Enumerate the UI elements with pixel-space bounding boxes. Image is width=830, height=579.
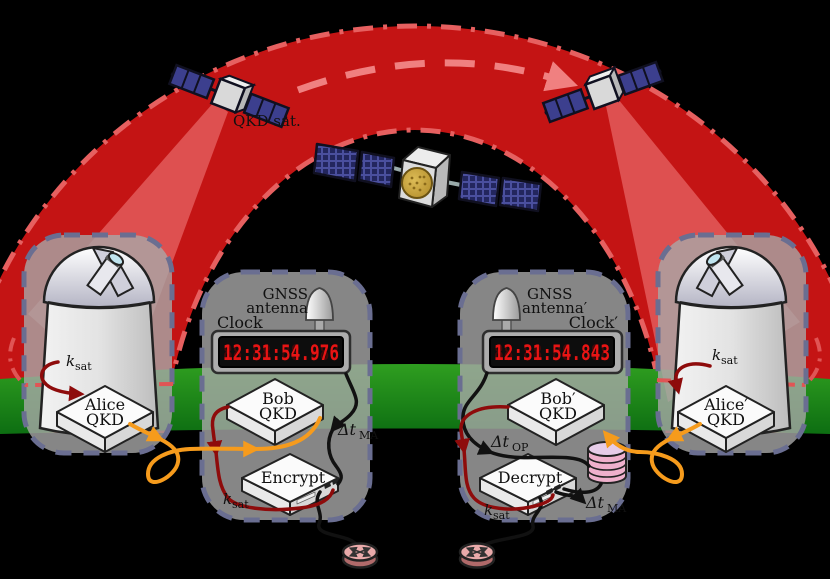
left-antenna-label: antenna: [246, 299, 308, 317]
right-dtop-label: Δt: [490, 432, 510, 451]
solar-panel-icon: [242, 92, 291, 129]
right-dome-ksat-label: k: [712, 346, 721, 364]
right-clock-wire: [488, 450, 591, 468]
solar-panel-icon: [312, 142, 360, 183]
decrypt-label: Decrypt: [498, 468, 563, 487]
alice-qkd-label: QKD: [86, 410, 124, 429]
telescope-lens-icon: [705, 252, 723, 266]
solar-panel-icon: [498, 176, 543, 213]
bob-label: Bob: [262, 389, 294, 408]
right-dtma-label: Δt: [585, 493, 605, 512]
right-clock: 88:88:88.888 12:31:54.843: [481, 329, 624, 375]
left-station-ksat-sub: sat: [232, 498, 249, 511]
left-gnss-label: GNSS: [263, 285, 308, 303]
alice-label: Alice: [84, 395, 125, 414]
alice-prime-qkd-box: Alice′ QKD: [677, 385, 775, 453]
gnss-satellite: [312, 142, 543, 213]
left-clock: 88:88:88.888 12:31:54.976: [210, 329, 352, 375]
right-dome-key-arrow: [667, 362, 712, 395]
qkd-satellite-right: [541, 60, 665, 124]
alice-prime-label: Alice′: [703, 395, 748, 414]
right-decrypt-net-wire: [480, 496, 544, 549]
qkd-sat-label: QKD sat.: [233, 112, 301, 130]
right-dtop-sub: OP: [512, 441, 529, 454]
solar-panel-icon: [541, 87, 590, 124]
left-clock-wire: [327, 427, 343, 486]
right-dome-ksat-sub: sat: [721, 354, 738, 367]
right-horizon-dashdot: [653, 337, 822, 388]
right-clock-label: Clock′: [569, 313, 619, 332]
alice-prime-qkd-label: QKD: [707, 410, 745, 429]
left-clock-label: Clock: [217, 313, 263, 332]
left-dtma-sub: MA: [359, 429, 379, 442]
right-ksat-wire: [462, 448, 555, 511]
left-encrypt-net-wire: [315, 490, 359, 548]
decrypt-box: Decrypt: [479, 453, 577, 516]
qkd-satellite-left: QKD sat.: [167, 63, 301, 130]
left-fiber-end: [253, 416, 322, 451]
left-ksat-wire: [214, 450, 335, 512]
right-antenna-label: antenna′: [522, 299, 588, 317]
right-ksat-wire-arrow: [454, 405, 510, 455]
left-dtma-label: Δt: [337, 420, 357, 439]
bob-prime-qkd-label: QKD: [539, 404, 577, 423]
right-clock-time: 12:31:54.843: [494, 341, 610, 365]
antenna-dome-icon: [305, 287, 334, 321]
right-gnss-antenna: [492, 287, 521, 335]
right-station-ksat-sub: sat: [493, 509, 510, 522]
left-fiber-loop: [145, 437, 261, 484]
telescope-lens-icon: [107, 252, 125, 266]
bob-prime-label: Bob′: [540, 389, 576, 408]
solar-panel-icon: [357, 150, 396, 189]
right-gnss-label: GNSS: [527, 285, 572, 303]
satellite-body: [209, 77, 247, 115]
solar-panel-icon: [167, 63, 216, 100]
decrypt-dtma-arrow: [554, 487, 587, 505]
bob-qkd-label: QKD: [259, 404, 297, 423]
left-clock-wire-arrow: [329, 372, 359, 433]
cylinder-decrypt-wire: [562, 482, 603, 495]
math-labels: k sat k sat k sat k sat Δt MA Δt OP Δt M…: [66, 346, 738, 522]
right-fiber-arrow1: [665, 422, 702, 442]
left-clock-ghost-digits: 88:88:88.888: [223, 341, 339, 365]
satellite-body: [583, 74, 621, 111]
left-router: [341, 542, 379, 569]
right-clock-ghost-digits: 88:88:88.888: [494, 341, 610, 365]
orbit-band-fill: [0, 26, 830, 433]
solar-panel-icon: [457, 170, 501, 208]
right-router: [458, 542, 496, 569]
orbit-outer-border: [0, 23, 830, 285]
left-dome-ksat-label: k: [66, 352, 75, 370]
left-clock-time: 12:31:54.976: [223, 341, 339, 365]
right-station-ksat-label: k: [484, 501, 493, 519]
left-dome-key-arrow: [39, 360, 85, 402]
right-fiber-loop: [602, 430, 685, 484]
left-ksat-wire-arrow: [206, 405, 230, 457]
antenna-dome-icon: [492, 287, 521, 321]
left-dome-ksat-sub: sat: [75, 360, 92, 373]
encrypt-box: Encrypt: [241, 453, 339, 516]
right-clock-wire-arrow: [461, 371, 495, 455]
encrypt-label: Encrypt: [261, 468, 326, 487]
bob-prime-qkd-box: Bob′ QKD: [507, 378, 605, 446]
orbit-band: [0, 23, 830, 433]
right-telescope-dome: [670, 245, 792, 437]
left-station-ksat-label: k: [223, 490, 232, 508]
left-fiber-arrow1: [128, 422, 165, 442]
bob-qkd-box: Bob QKD: [226, 378, 324, 446]
left-gnss-antenna: [305, 287, 334, 335]
right-dtma-sub: MA: [607, 502, 627, 515]
left-horizon-dashdot: [8, 337, 177, 388]
